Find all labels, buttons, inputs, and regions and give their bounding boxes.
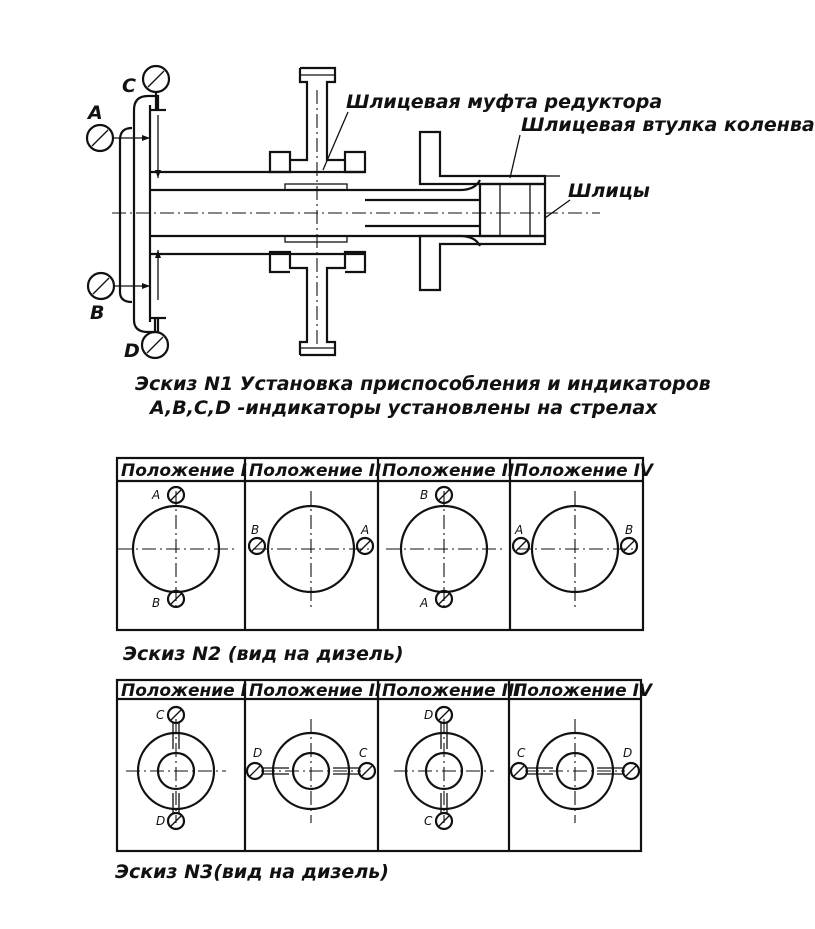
sketch3-letter-bottom-1: D	[156, 814, 165, 828]
sketch2-gauge-bottom-1	[166, 589, 186, 609]
sketch2-letter-bottom-1: B	[152, 596, 160, 610]
indicator-b-gauge	[86, 271, 150, 301]
sketch2-letter-right-4: B	[625, 523, 633, 537]
sketch2-header-2: Положение II	[249, 461, 381, 481]
sketch3-header-1: Положение I	[121, 681, 247, 701]
sketch2-panel-1: AB	[118, 485, 234, 610]
indicator-b-letter: B	[90, 302, 104, 324]
sketch3-letter-right-4: D	[623, 746, 632, 760]
indicator-c-gauge	[141, 64, 171, 110]
sketch3-header-2: Положение II	[249, 681, 381, 701]
sketch3-gauge-left-4	[509, 761, 529, 781]
indicator-d-gauge	[140, 318, 170, 360]
sketch2-header-1: Положение I	[121, 461, 247, 481]
sketch3-table: Положение I Положение II Положение III П…	[115, 678, 654, 883]
sketch2-letter-bottom-3: A	[419, 596, 428, 610]
sketch2-gauge-left-4	[511, 536, 531, 556]
sketch2-table: Положение I Положение II Положение III П…	[115, 456, 655, 665]
sketch2-letter-top-1: A	[151, 488, 160, 502]
label-splines: Шлицы	[568, 180, 650, 202]
sketch2-gauge-bottom-3	[434, 589, 454, 609]
sketch3-gauge-left-2	[245, 761, 265, 781]
sketch3-panel-1: CD	[126, 705, 226, 831]
sketch3-panel-3: DC	[394, 705, 494, 831]
sketch2-caption: Эскиз N2 (вид на дизель)	[123, 643, 404, 665]
sketch3-letter-bottom-3: C	[424, 814, 433, 828]
sketch3-gauge-bottom-1	[166, 811, 186, 831]
sketch3-header-3: Положение III	[382, 681, 521, 701]
sketch3-caption: Эскиз N3(вид на дизель)	[115, 861, 389, 883]
indicator-a-letter: A	[86, 102, 103, 124]
label-crank-bushing: Шлицевая втулка коленвала	[521, 114, 815, 136]
sketch2-header-4: Положение IV	[514, 461, 655, 481]
sketch2-gauge-right-2	[355, 536, 375, 556]
sketch1-assembly: C A B D Шлицевая муфта редуктора Шлицева…	[85, 64, 815, 419]
sketch1-caption-line1: Эскиз N1 Установка приспособления и инди…	[135, 373, 711, 395]
sketch2-gauge-top-1	[166, 485, 186, 505]
sketch2-gauge-top-3	[434, 485, 454, 505]
sketch3-gauge-right-4	[621, 761, 641, 781]
sketch2-panel-3: BA	[386, 485, 502, 610]
sketch1-caption-line2: A,B,C,D -индикаторы установлены на стрел…	[148, 397, 658, 419]
label-reducer-coupling: Шлицевая муфта редуктора	[346, 91, 662, 113]
sketch2-letter-left-2: B	[251, 523, 259, 537]
indicator-c-letter: C	[122, 75, 136, 97]
sketch2-letter-top-3: B	[420, 488, 428, 502]
sketch2-letter-left-4: A	[514, 523, 523, 537]
sketch3-letter-top-1: C	[156, 708, 165, 722]
sketch2-letter-right-2: A	[360, 523, 369, 537]
sketch3-letter-left-4: C	[517, 746, 526, 760]
sketch3-letter-left-2: D	[253, 746, 262, 760]
sketch2-header-3: Положение III	[382, 461, 521, 481]
sketch3-gauge-top-1	[166, 705, 186, 725]
sketch2-gauge-left-2	[247, 536, 267, 556]
sketch3-gauge-top-3	[434, 705, 454, 725]
sketch3-header-4: Положение IV	[513, 681, 654, 701]
sketch2-gauge-right-4	[619, 536, 639, 556]
sketch3-gauge-bottom-3	[434, 811, 454, 831]
sketch3-letter-top-3: D	[424, 708, 433, 722]
indicator-d-letter: D	[124, 340, 140, 362]
sketch3-letter-right-2: C	[359, 746, 368, 760]
sketch3-gauge-right-2	[357, 761, 377, 781]
indicator-a-gauge	[85, 123, 150, 153]
